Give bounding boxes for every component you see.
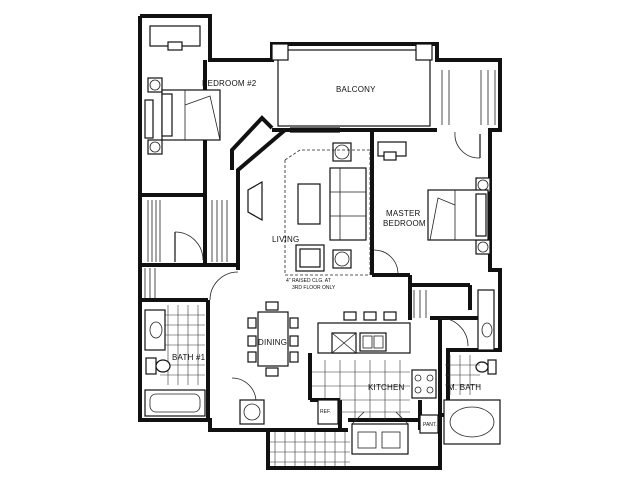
bath-1: BATH #1 — [144, 305, 265, 425]
living-room: LIVING 4" RAISED CLG. AT 3RD FLOOR ONLY — [247, 142, 371, 291]
balcony: BALCONY — [271, 43, 433, 133]
label-balcony: BALCONY — [336, 85, 376, 94]
kitchen: KITCHEN REF. PANT. — [270, 311, 439, 466]
label-living: LIVING — [272, 235, 299, 244]
label-kitchen: KITCHEN — [368, 383, 405, 392]
label-ref: REF. — [320, 409, 331, 415]
note-raised-ceiling-2: 3RD FLOOR ONLY — [292, 285, 336, 291]
bedroom-2: BEDROOM #2 — [144, 25, 257, 298]
label-master-line1: MASTER — [386, 209, 421, 218]
dining-room: DINING — [209, 271, 299, 403]
note-raised-ceiling-1: 4" RAISED CLG. AT — [286, 278, 331, 284]
label-master-bath: M. BATH — [448, 383, 481, 392]
label-master-line2: BEDROOM — [383, 219, 426, 228]
label-dining: DINING — [258, 338, 287, 347]
master-bath: M. BATH — [439, 289, 501, 445]
label-bath-1: BATH #1 — [172, 353, 206, 362]
master-bedroom: MASTER BEDROOM — [373, 70, 496, 318]
label-pant: PANT. — [423, 422, 437, 428]
label-bedroom-2: BEDROOM #2 — [202, 79, 257, 88]
